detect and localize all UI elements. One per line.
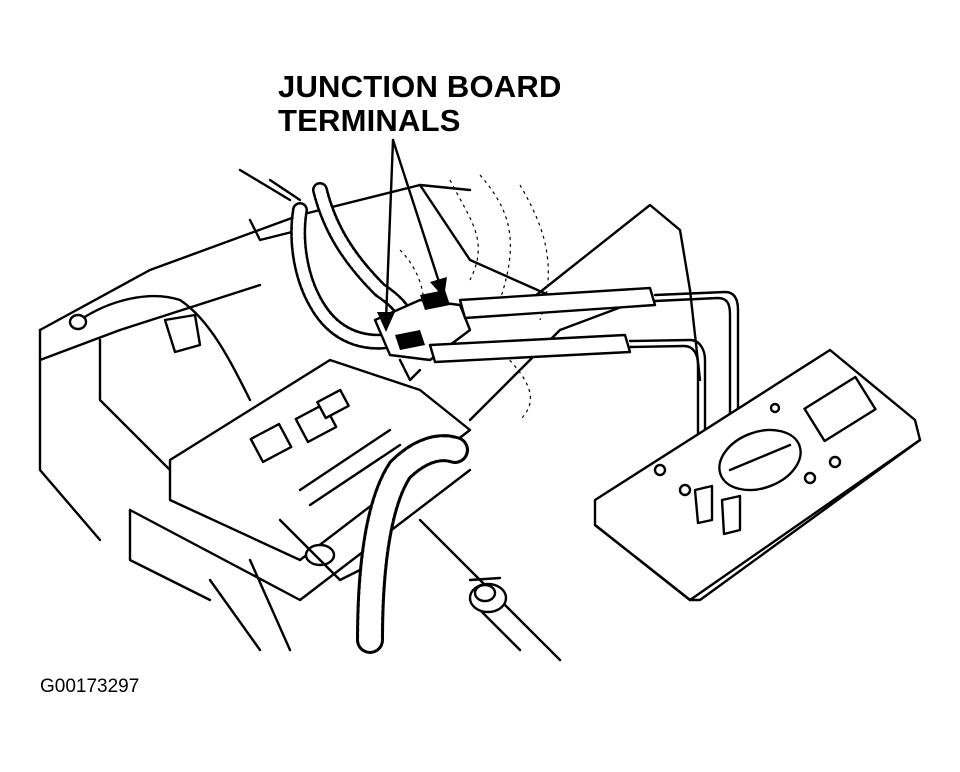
callout-arrows [377,138,447,332]
bolt [468,576,508,614]
callout-line-1: JUNCTION BOARD [278,69,562,104]
test-probe-icon [428,286,740,502]
callout-line-2: TERMINALS [278,103,461,138]
multimeter-icon [593,348,922,602]
ground-cable [68,294,252,402]
figure-id: G00173297 [40,676,140,697]
junction-board-terminals-label: JUNCTION BOARD TERMINALS [278,70,562,138]
battery-icon [128,358,472,602]
wiring-harness-icon [238,168,469,654]
